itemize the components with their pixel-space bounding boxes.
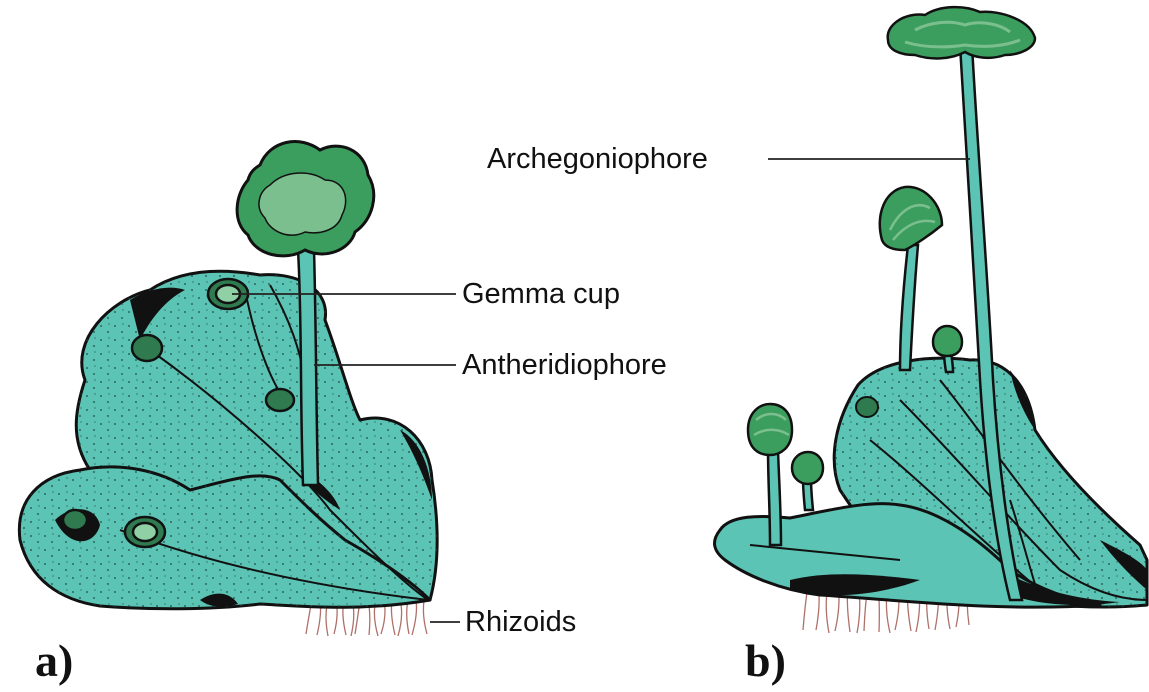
label-antheridiophore: Antheridiophore: [462, 351, 667, 380]
thallus-a: [19, 271, 437, 608]
antheridial-head: [237, 142, 374, 256]
archegonial-head-large: [888, 7, 1035, 58]
plant-b: [715, 7, 1147, 633]
plant-a: [19, 142, 437, 636]
archegonial-head-medium: [880, 187, 942, 250]
panel-label-a: a): [35, 638, 73, 684]
label-archegoniophore: Archegoniophore: [487, 145, 708, 174]
gemma-cup-b: [856, 397, 878, 417]
label-rhizoids: Rhizoids: [465, 608, 576, 637]
antheridiophore-stalk: [298, 250, 318, 485]
panel-label-b: b): [745, 638, 786, 684]
label-gemma-cup: Gemma cup: [462, 280, 620, 309]
